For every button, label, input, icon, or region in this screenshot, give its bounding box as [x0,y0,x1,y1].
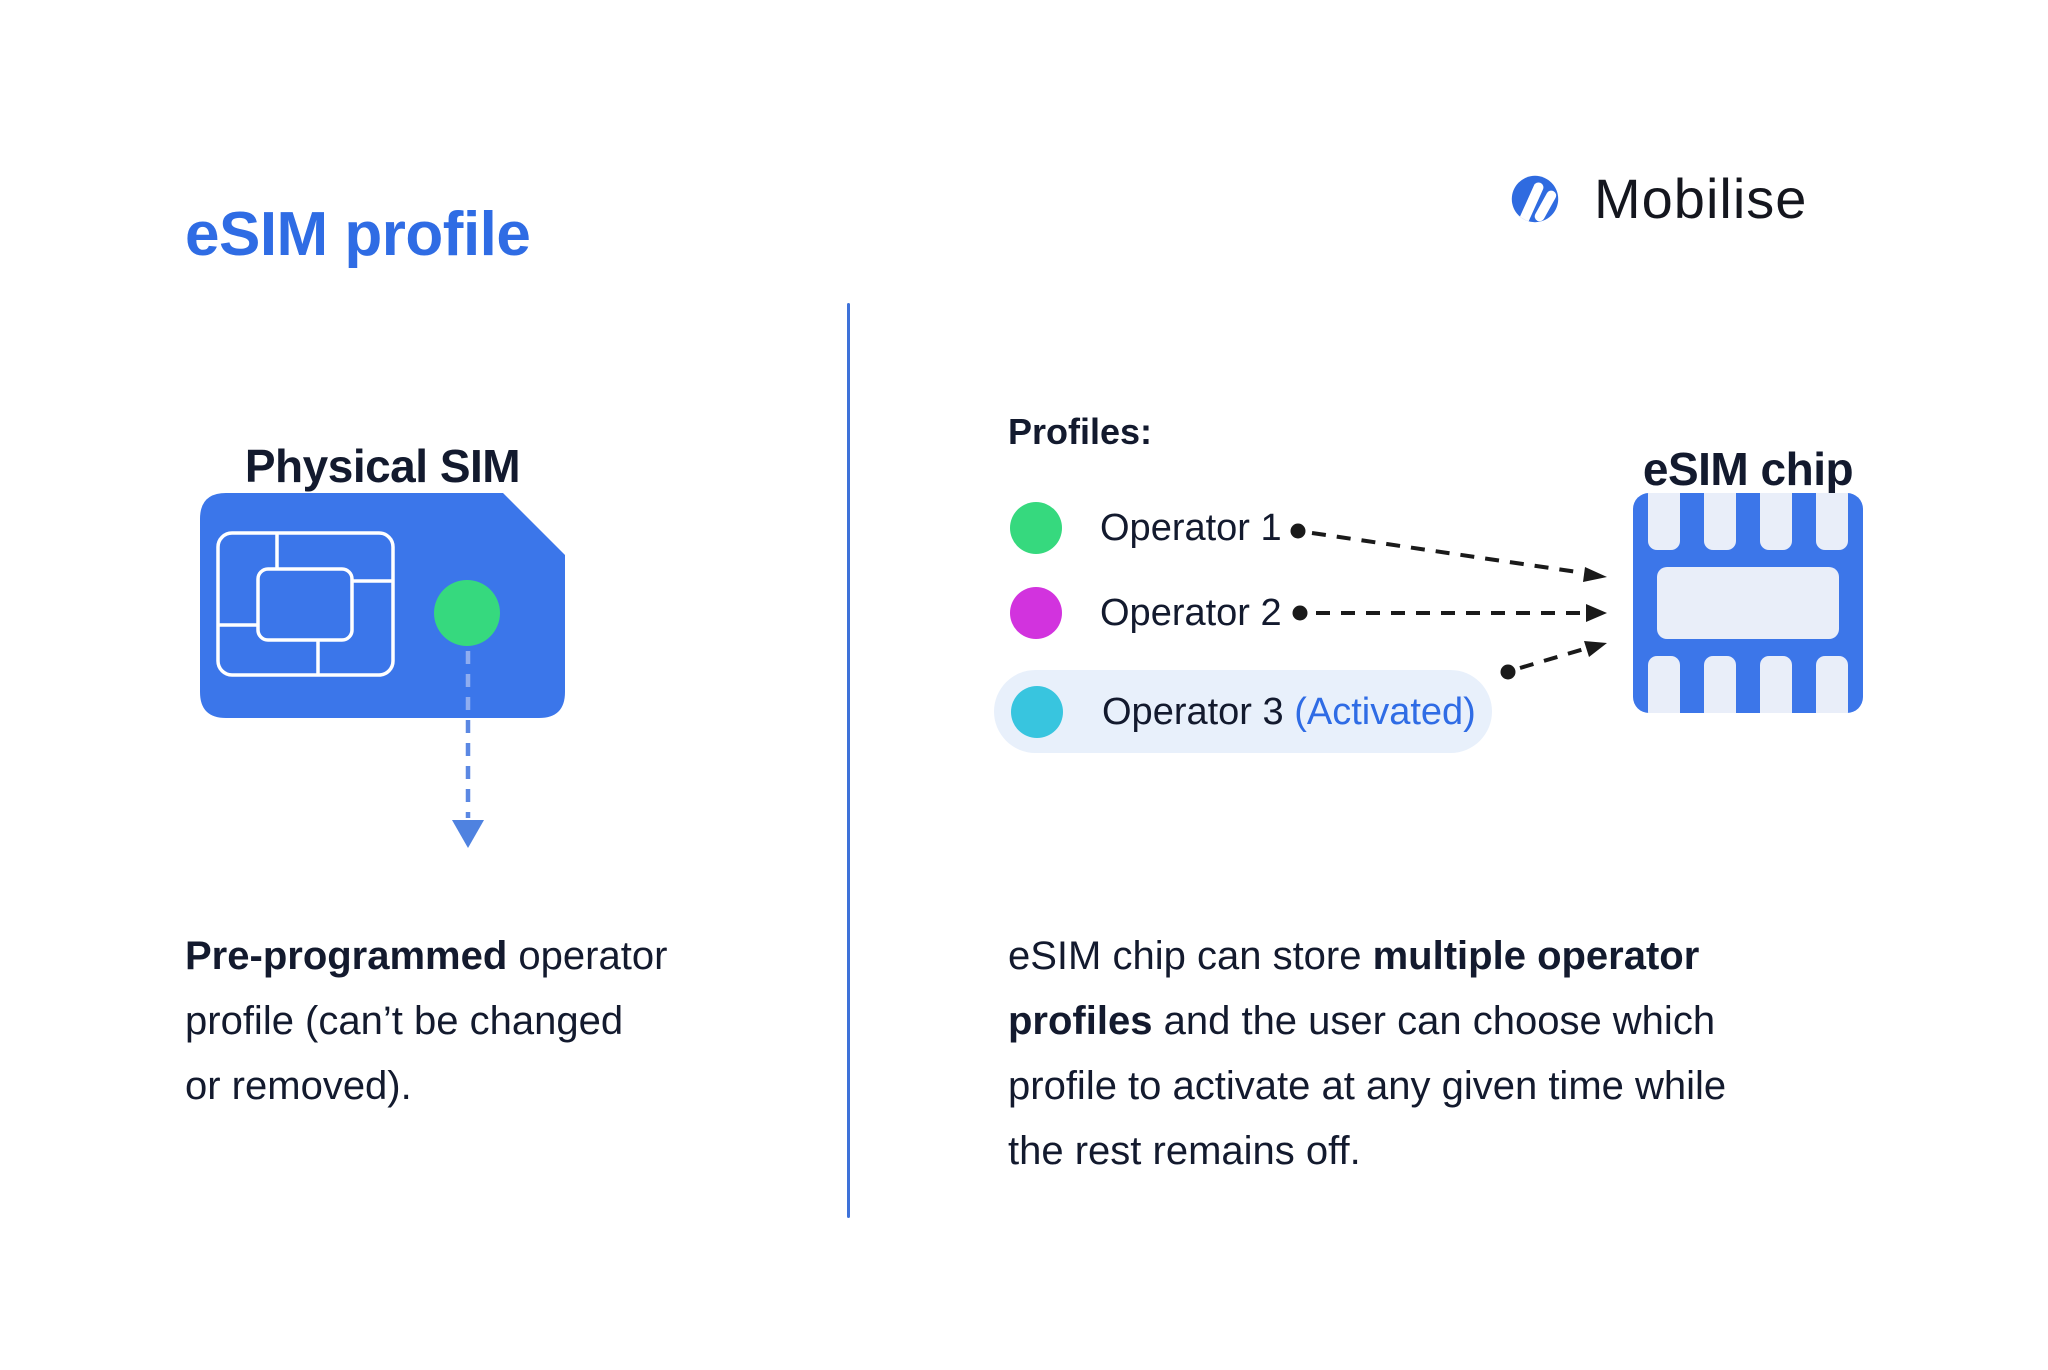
column-divider [847,303,850,1218]
operator-1-label: Operator 1 [1100,502,1282,554]
caption-text: or removed). [185,1064,412,1108]
active-profile-pill [994,670,1492,753]
caption-text: and the user can choose which [1152,999,1716,1043]
sim-profile-dot [434,580,500,646]
brand-name: Mobilise [1594,167,1808,230]
caption-text: the rest remains off. [1008,1129,1361,1173]
connector-operator-1 [1311,531,1585,575]
connector-operator-3 [1519,647,1585,670]
caption-text: profile (can’t be changed [185,999,624,1043]
operator-1-dot [1010,502,1062,554]
chip-pads [1648,493,1848,713]
operator-name: Operator 1 [1100,507,1282,549]
sim-card-body [200,493,565,718]
down-arrowhead-icon [452,820,484,848]
physical-sim-caption: Pre-programmed operator profile (can’t b… [185,924,805,1119]
caption-text: operator [507,934,668,978]
operator-3-label: Operator 3 (Activated) [1102,686,1476,738]
caption-bold: profiles [1008,999,1153,1043]
esim-chip-caption: eSIM chip can store multiple operator pr… [1008,924,1948,1184]
caption-text: profile to activate at any given time wh… [1008,1064,1727,1108]
profiles-label: Profiles: [1008,411,1153,452]
caption-bold: Pre-programmed [185,934,508,978]
esim-chip-illustration [1633,493,1863,713]
connector-start-dot [1292,605,1308,621]
physical-sim-illustration [200,493,565,718]
operator-name: Operator 2 [1100,592,1282,634]
mobilise-logo-icon [1511,175,1559,223]
caption-bold: multiple operator [1372,934,1700,978]
arrowhead-icon [1586,604,1607,622]
connector-start-dot [1500,664,1516,680]
caption-text: eSIM chip can store [1008,934,1373,978]
operator-3-dot [1011,686,1063,738]
operator-name: Operator 3 [1102,691,1284,733]
arrowhead-icon [1583,567,1607,582]
sim-contact-pad [216,531,395,677]
physical-sim-heading: Physical SIM [244,440,521,493]
page-title: eSIM profile [185,199,531,269]
operator-status-badge: (Activated) [1294,691,1476,733]
operator-2-label: Operator 2 [1100,587,1282,639]
connector-start-dot [1290,523,1306,539]
arrowhead-icon [1584,641,1607,657]
esim-chip-heading: eSIM chip [1642,443,1854,496]
brand-logo: Mobilise [1506,170,1807,228]
operator-2-dot [1010,587,1062,639]
